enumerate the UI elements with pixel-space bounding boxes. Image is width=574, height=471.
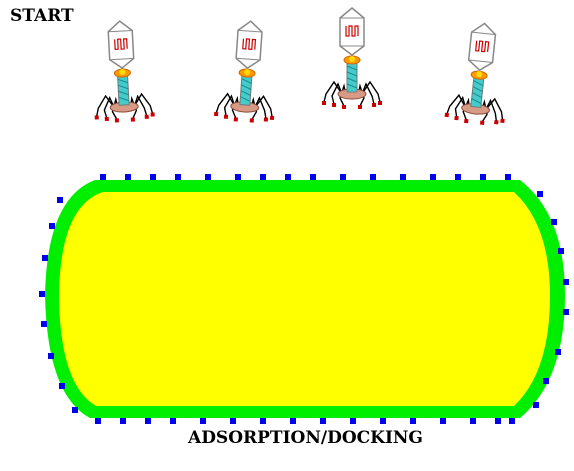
bacteriophage-icon [321, 7, 383, 110]
receptor-site [558, 248, 564, 254]
stage-label: ADSORPTION/DOCKING [188, 428, 423, 448]
receptor-site [41, 321, 47, 327]
receptor-site [175, 174, 181, 180]
receptor-site [543, 378, 549, 384]
bacteriophages [88, 7, 516, 128]
receptor-site [59, 383, 65, 389]
bacteriophage-icon [88, 18, 156, 125]
receptor-site [509, 418, 515, 424]
receptor-site [495, 418, 501, 424]
receptor-site [533, 402, 539, 408]
receptor-site [290, 418, 296, 424]
receptor-site [125, 174, 131, 180]
receptor-site [410, 418, 416, 424]
receptor-site [260, 418, 266, 424]
receptor-site [563, 279, 569, 285]
bacteriophage-icon [443, 19, 516, 128]
receptor-site [200, 418, 206, 424]
receptor-site [400, 174, 406, 180]
receptor-site [95, 418, 101, 424]
receptor-site [555, 349, 561, 355]
receptor-site [340, 174, 346, 180]
receptor-site [145, 418, 151, 424]
receptor-site [320, 418, 326, 424]
receptor-site [470, 418, 476, 424]
receptor-site [205, 174, 211, 180]
receptor-site [537, 191, 543, 197]
receptor-site [120, 418, 126, 424]
receptor-site [551, 219, 557, 225]
receptor-site [48, 353, 54, 359]
receptor-site [455, 174, 461, 180]
receptor-site [230, 418, 236, 424]
receptor-site [480, 174, 486, 180]
receptor-site [49, 223, 55, 229]
receptor-site [370, 174, 376, 180]
receptor-site [170, 418, 176, 424]
receptor-site [430, 174, 436, 180]
receptor-site [563, 309, 569, 315]
receptor-site [150, 174, 156, 180]
receptor-site [57, 197, 63, 203]
receptor-site [235, 174, 241, 180]
receptor-site [39, 291, 45, 297]
receptor-site [260, 174, 266, 180]
receptor-sites [39, 174, 569, 424]
receptor-site [505, 174, 511, 180]
start-label: START [10, 6, 74, 26]
bacterial-cell [39, 174, 569, 424]
receptor-site [285, 174, 291, 180]
receptor-site [380, 418, 386, 424]
receptor-site [350, 418, 356, 424]
cytoplasm [59, 192, 550, 406]
receptor-site [440, 418, 446, 424]
bacteriophage-icon [212, 18, 282, 125]
receptor-site [100, 174, 106, 180]
receptor-site [42, 255, 48, 261]
receptor-site [72, 407, 78, 413]
receptor-site [310, 174, 316, 180]
